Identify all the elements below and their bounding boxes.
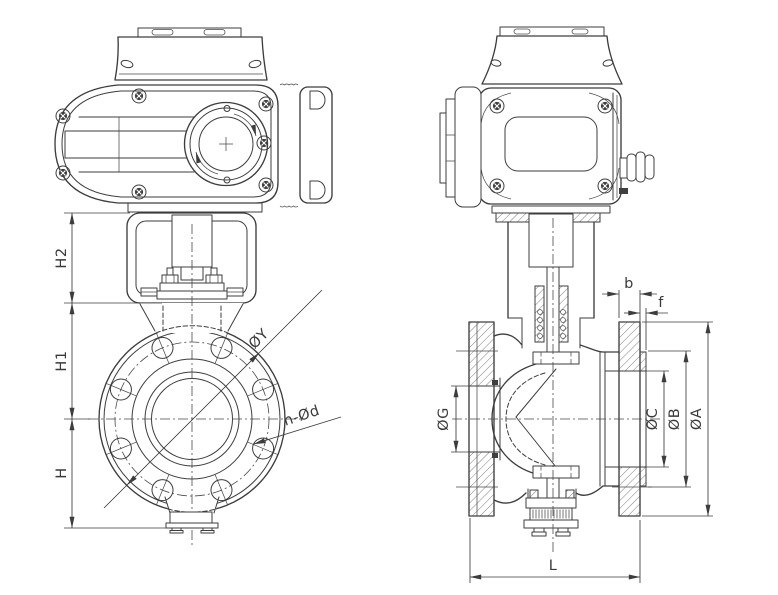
side-view: b f ØG ØC ØB ØA bbox=[436, 26, 713, 583]
stem-block bbox=[528, 213, 574, 268]
front-view: H2 H1 H ØY n-Ød bbox=[54, 27, 342, 545]
dial-screw bbox=[223, 105, 231, 112]
actuator-housing-inner bbox=[61, 90, 272, 198]
dim-label-h2: H2 bbox=[54, 247, 70, 268]
v-port-ball bbox=[491, 351, 580, 479]
dim-label-c: ØC bbox=[645, 408, 661, 431]
front-actuator bbox=[54, 27, 333, 213]
dial-rotation-arrow bbox=[233, 113, 257, 137]
seat-top bbox=[532, 351, 580, 365]
dim-label-h1: H1 bbox=[54, 350, 70, 371]
dim-label-b: b bbox=[624, 276, 634, 292]
vent-fins bbox=[279, 83, 299, 86]
bottom-cover-lip bbox=[165, 522, 219, 529]
dial-screw bbox=[223, 176, 231, 184]
actuator-cap bbox=[114, 36, 268, 81]
manual-override-housing bbox=[64, 116, 195, 173]
front-dimensions: H2 H1 H ØY n-Ød bbox=[54, 212, 342, 529]
dim-label-bb: ØB bbox=[667, 408, 683, 430]
actuator-top-plate bbox=[499, 26, 605, 37]
cap-foot bbox=[120, 59, 134, 69]
front-mounting-bracket bbox=[126, 212, 257, 304]
dim-label-h: H bbox=[54, 467, 70, 478]
drain-plug bbox=[619, 188, 628, 194]
top-plate-slot bbox=[513, 28, 531, 35]
top-plate-slot bbox=[203, 29, 226, 36]
actuator-base bbox=[491, 205, 611, 214]
housing-screw bbox=[55, 165, 71, 181]
vent-fins bbox=[279, 205, 299, 208]
cable-gland bbox=[619, 151, 655, 194]
side-dimensions: b f ØG ØC ØB ØA bbox=[436, 276, 713, 583]
side-actuator bbox=[439, 26, 655, 223]
cap-foot bbox=[248, 59, 262, 69]
left-flange-hatch bbox=[468, 451, 495, 517]
cap-foot bbox=[490, 59, 502, 67]
dial-rotation-arrow bbox=[195, 151, 219, 175]
dim-label-g: ØG bbox=[436, 407, 452, 431]
right-flange-hatch bbox=[618, 321, 641, 372]
nameplate-window bbox=[504, 116, 598, 172]
side-yoke-stem bbox=[507, 213, 595, 356]
bottom-cover-bolt bbox=[169, 527, 215, 534]
dim-label-l: L bbox=[549, 558, 558, 574]
top-plate-slot bbox=[151, 29, 174, 36]
cap-foot bbox=[602, 59, 614, 67]
cover-cutout bbox=[309, 90, 326, 110]
stem-block bbox=[171, 214, 213, 268]
base-hatch bbox=[570, 212, 601, 223]
cover-cutout bbox=[309, 180, 326, 200]
packing-coils bbox=[537, 309, 566, 339]
dim-label-a: ØA bbox=[689, 408, 705, 430]
base-hatch bbox=[495, 212, 530, 223]
spring-washer-stack bbox=[532, 509, 570, 519]
left-flange-hatch bbox=[468, 321, 495, 387]
dim-label-bolt-holes: n-Ød bbox=[282, 403, 322, 430]
terminal-cover bbox=[279, 83, 333, 208]
actuator-dial bbox=[183, 101, 269, 187]
actuator-base bbox=[127, 202, 263, 213]
dim-label-f: f bbox=[658, 295, 664, 311]
side-indicator-stack bbox=[439, 86, 482, 208]
bottom-cover bbox=[169, 511, 213, 524]
bottom-cover-assembly bbox=[523, 477, 579, 537]
side-valve-body bbox=[452, 218, 660, 552]
seat-bottom bbox=[532, 465, 580, 479]
right-flange-hatch bbox=[618, 466, 641, 517]
top-plate-slot bbox=[571, 28, 589, 35]
actuator-cap bbox=[481, 35, 623, 85]
